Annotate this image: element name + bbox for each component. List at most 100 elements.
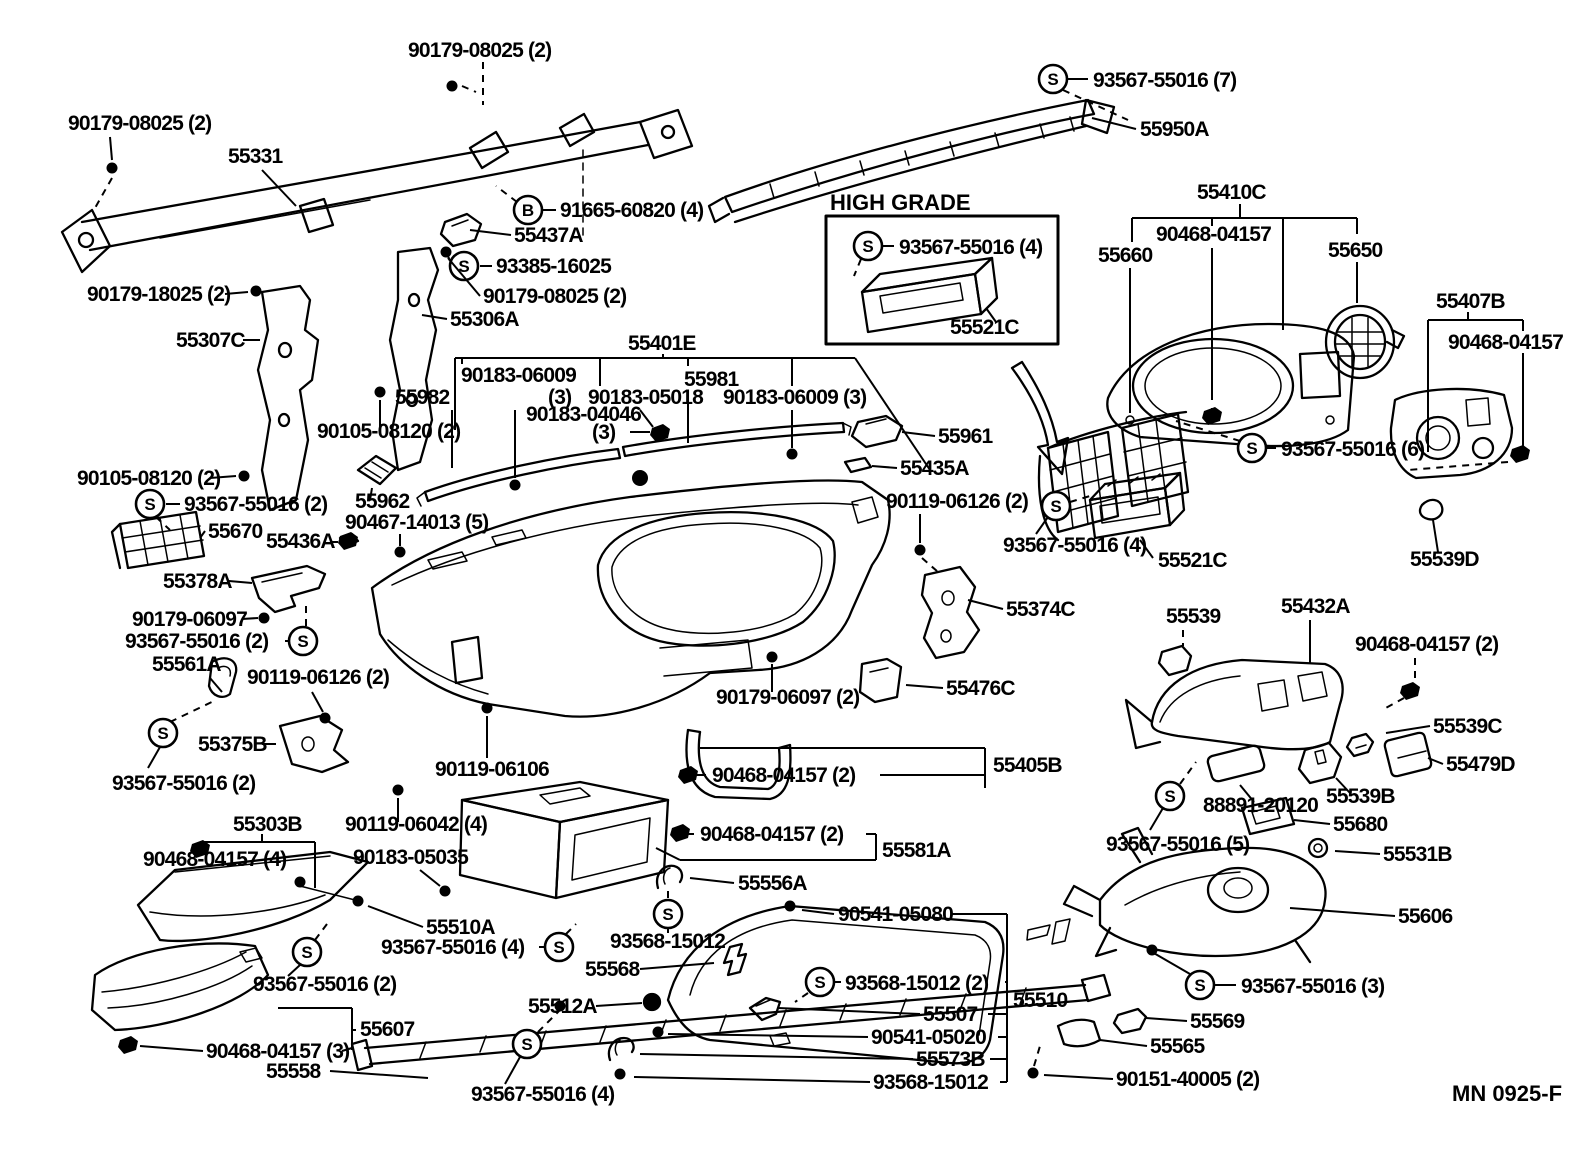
leader-line	[1381, 697, 1405, 711]
leader-line	[794, 992, 809, 1003]
label-90541-05080-text: 90541-05080	[838, 903, 953, 926]
label-90468-04157-cl-text: 90468-04157	[1156, 223, 1271, 246]
label-93568-15012-b-text: 93568-15012	[873, 1071, 988, 1094]
label-55432A-text: 55432A	[1281, 595, 1350, 618]
label-90468-04157-2b-text: 90468-04157 (2)	[700, 823, 843, 846]
label-90179-06097: 90179-06097	[132, 608, 259, 631]
label-55375B: 55375B	[198, 733, 276, 756]
symbol-badge-letter: B	[522, 201, 534, 220]
leader-line	[447, 257, 481, 297]
leader-line	[367, 905, 424, 928]
leader-line	[1145, 1017, 1188, 1022]
label-55565: 55565	[1099, 1035, 1206, 1058]
cluster-bezel-art	[1106, 322, 1356, 448]
label-55307C: 55307C	[176, 329, 260, 352]
label-55401E: 55401E	[454, 332, 931, 471]
brace-55306A-art	[388, 246, 440, 472]
label-90183-05035: 90183-05035	[353, 846, 470, 887]
clip-glyph	[338, 532, 358, 550]
label-90119-06106-text: 90119-06106	[435, 758, 549, 781]
label-high-grade-text: HIGH GRADE	[830, 190, 971, 215]
bolt-glyph	[1027, 1067, 1045, 1081]
instrument-panel-art	[370, 479, 891, 718]
leader-line	[1043, 1074, 1114, 1080]
label-90467-14013-text: 90467-14013 (5)	[345, 511, 488, 534]
leader-line	[421, 314, 448, 320]
label-55581A: 55581A	[882, 839, 952, 862]
label-55981-text: 55981	[684, 368, 740, 391]
bolt-glyph	[786, 448, 804, 462]
label-90105-08120-l: 90105-08120 (2)	[77, 467, 237, 490]
symbol-badge-circle	[291, 936, 323, 968]
leader-line	[1149, 807, 1164, 831]
label-55607-text: 55607	[360, 1018, 415, 1041]
reinforcement-bar-art	[60, 108, 694, 274]
clip-glyph	[118, 1036, 138, 1054]
label-55556A: 55556A	[689, 872, 808, 895]
clip-glyph	[1510, 445, 1530, 463]
grom-glyph	[632, 470, 648, 486]
label-55573B-text: 55573B	[916, 1048, 985, 1071]
label-55539-text: 55539	[1166, 605, 1221, 628]
leader-line	[261, 169, 297, 207]
label-high-grade: HIGH GRADE	[830, 190, 971, 215]
label-55568-text: 55568	[585, 958, 641, 981]
label-93567-55016-4a-text: 93567-55016 (4)	[1003, 534, 1146, 557]
label-55521C-r: 55521C	[1139, 539, 1228, 572]
label-90183-06009-l-qty-text: (3)	[548, 386, 571, 409]
leader-line	[639, 962, 715, 970]
label-93567-55016-2b-text: 93567-55016 (2)	[125, 630, 268, 653]
label-55407B: 55407B	[1427, 290, 1524, 452]
bolt-glyph	[614, 1068, 632, 1082]
symbol-badge-circle	[1236, 432, 1268, 464]
label-55510: 55510	[1006, 914, 1068, 1082]
small-brackets-art	[338, 212, 981, 704]
leader-line	[667, 1033, 869, 1038]
leader-line	[595, 1002, 643, 1007]
leader-line	[633, 1076, 871, 1083]
leader-line	[871, 465, 898, 469]
leader-line	[311, 691, 324, 713]
label-90541-05020: 90541-05020	[667, 1026, 1007, 1049]
leader-line	[1335, 777, 1351, 794]
label-93567-55016-2c-text: 93567-55016 (2)	[112, 772, 255, 795]
label-55950A-text: 55950A	[1140, 118, 1209, 141]
leader-line	[241, 617, 259, 620]
label-88891-20120-text: 88891-20120	[1203, 794, 1318, 817]
label-55303B: 55303B	[199, 813, 316, 888]
label-90179-18025: 90179-18025 (2)	[87, 283, 249, 306]
defroster-duct-art	[707, 98, 1116, 224]
label-drawing-code-text: MN 0925-F	[1452, 1081, 1562, 1106]
diagram-artwork	[60, 98, 1514, 1072]
leader-line	[314, 919, 331, 941]
label-55962: 55962	[355, 487, 410, 513]
label-55405B: 55405B	[993, 754, 1063, 777]
label-55407B-text: 55407B	[1436, 290, 1505, 313]
label-55303B-text: 55303B	[233, 813, 302, 836]
leader-line	[1334, 850, 1381, 855]
label-90179-08025-mid: 90179-08025 (2)	[447, 257, 627, 308]
bolt-glyph	[509, 479, 527, 493]
vent-55650-art	[1324, 304, 1406, 380]
label-55650: 55650	[1328, 239, 1383, 303]
leader-line	[94, 177, 113, 209]
symbol-badge-circle	[1040, 490, 1072, 522]
label-90119-06106: 90119-06106	[435, 716, 550, 781]
label-55950A: 55950A	[1091, 117, 1210, 141]
label-93567-55016-6-text: 93567-55016 (6)	[1281, 438, 1424, 461]
bolt-glyph	[439, 885, 457, 899]
label-55432A: 55432A	[1281, 595, 1351, 664]
leader-line	[639, 1053, 914, 1060]
label-55375B-text: 55375B	[198, 733, 267, 756]
label-55507-text: 55507	[923, 1003, 978, 1026]
bolt-glyph	[446, 80, 464, 94]
console-side-art	[1056, 498, 1444, 1048]
